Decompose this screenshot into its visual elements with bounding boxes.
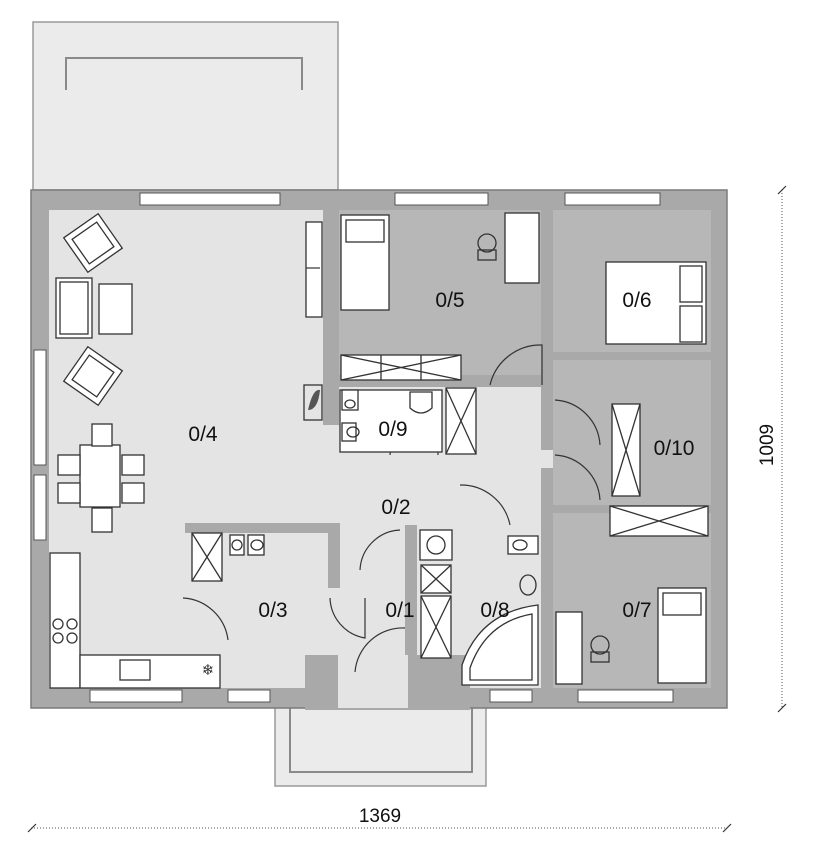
living-furniture [55,212,323,533]
room-label-0-5: 0/5 [435,289,464,312]
room-0-10-furniture [611,403,641,497]
freezer-icon: ❄ [202,661,215,679]
bathroom-0-9-fixtures [339,387,477,455]
room-0-6-furniture [605,261,707,345]
dimension-width: 1369 [27,806,732,833]
room-label-0-7: 0/7 [622,599,651,622]
room-0-7-furniture [555,505,709,685]
room-0-5-furniture [340,212,540,381]
bathroom-0-8-fixtures [419,529,539,686]
windows [33,192,674,703]
dimension-width-label: 1369 [359,806,401,827]
dimension-depth: 1009 [757,185,787,713]
room-label-0-9: 0/9 [378,418,407,441]
room-label-0-1: 0/1 [385,599,414,622]
room-label-0-4: 0/4 [188,423,218,446]
room-label-0-2: 0/2 [381,496,410,519]
room-label-0-8: 0/8 [480,599,509,622]
room-label-0-3: 0/3 [258,599,287,622]
room-labels: 0/1 0/2 0/3 0/4 0/5 0/6 0/7 0/8 0/9 0/10 [188,289,694,622]
bathroom-0-3-fixtures [191,532,265,582]
kitchen: ❄ [49,552,221,689]
room-label-0-6: 0/6 [622,289,651,312]
room-label-0-10: 0/10 [654,437,695,460]
terrace-bottom [274,699,487,787]
dimension-depth-label: 1009 [757,424,778,466]
terrace-top [32,21,339,191]
